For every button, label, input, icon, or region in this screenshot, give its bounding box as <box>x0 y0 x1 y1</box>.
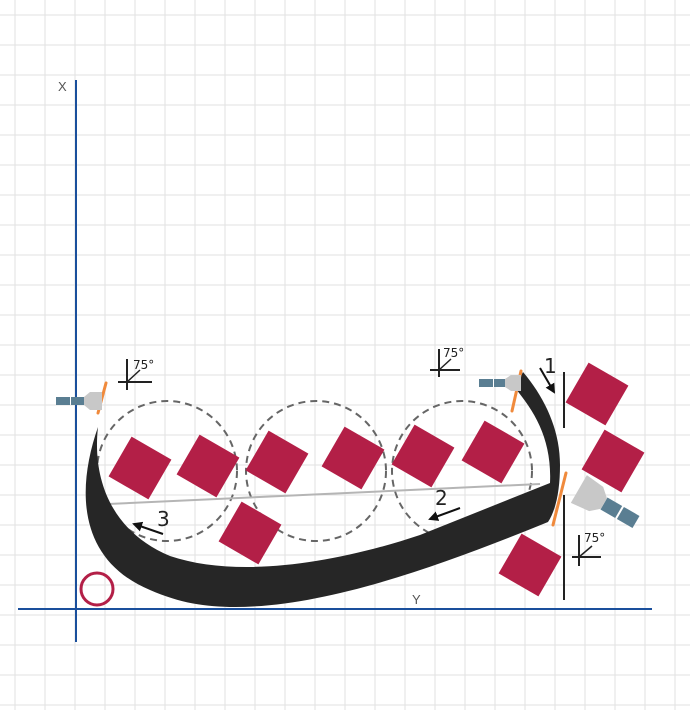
reference-line <box>107 483 541 505</box>
arrow-2 <box>428 507 461 521</box>
orange-edge <box>551 471 568 527</box>
workpiece-square <box>565 362 629 426</box>
arrow-3 <box>132 521 164 535</box>
workpiece-square <box>321 426 385 490</box>
nozzle-middle <box>479 375 521 391</box>
dashed-circle <box>245 400 387 542</box>
nozzle-right <box>570 475 640 529</box>
workpiece-squares <box>108 362 645 597</box>
arrow-1 <box>539 367 556 394</box>
origin-circle <box>79 571 115 607</box>
angle-marker-right <box>572 535 601 566</box>
nozzle-left <box>56 392 102 410</box>
step-label-1: 1 <box>544 354 557 378</box>
workpiece-square <box>391 424 455 488</box>
angle-label: 75° <box>133 358 154 372</box>
workpiece-square <box>176 434 240 498</box>
workpiece-square <box>245 430 309 494</box>
step-label-3: 3 <box>157 507 170 531</box>
workpiece-square <box>108 436 172 500</box>
angle-label: 75° <box>443 346 464 360</box>
angle-marker-left <box>118 359 152 390</box>
workpiece-square <box>581 429 645 493</box>
blade-shape <box>85 372 560 607</box>
workpiece-square <box>218 501 282 565</box>
workpiece-square <box>498 533 562 597</box>
x-axis-label: X <box>58 79 67 94</box>
angle-label: 75° <box>584 531 605 545</box>
step-label-2: 2 <box>435 486 448 510</box>
y-axis-label: Y <box>412 592 421 607</box>
workpiece-square <box>461 420 525 484</box>
angle-marker-middle <box>430 349 460 377</box>
